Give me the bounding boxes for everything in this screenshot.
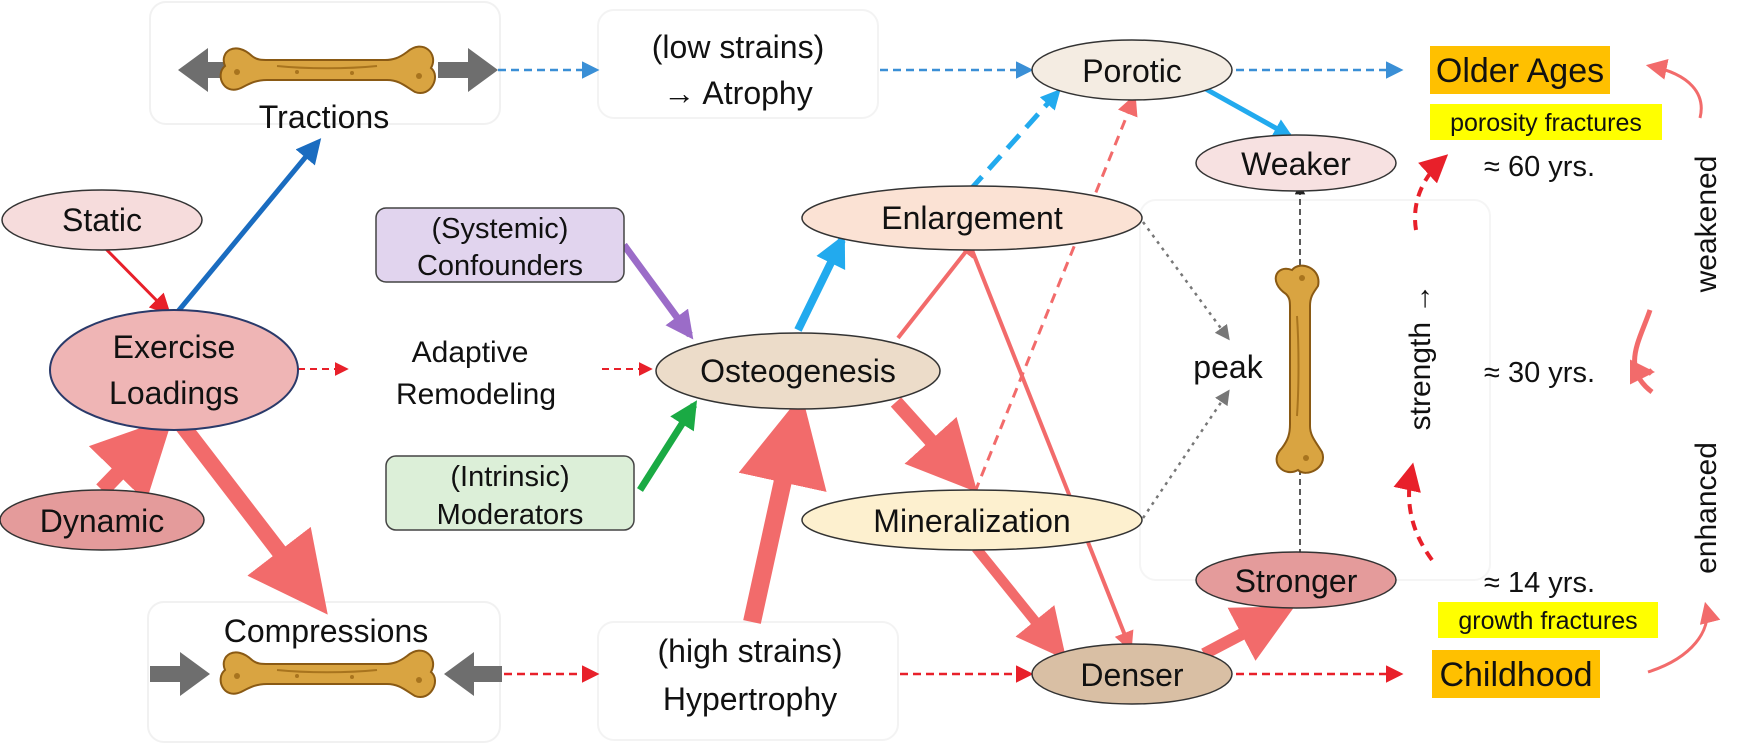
arrow-osteogenesis-enlargement-pink xyxy=(896,236,978,340)
arrow-childhood-enhanced xyxy=(1647,601,1721,674)
hypertrophy-label-1: (high strains) xyxy=(658,633,843,669)
mineralization-label: Mineralization xyxy=(873,503,1070,539)
arrow-enlargement-porotic xyxy=(968,89,1061,192)
intrinsic-box xyxy=(385,455,635,531)
porotic-label: Porotic xyxy=(1082,53,1182,89)
peak-panel xyxy=(1139,199,1491,581)
exercise-label-2: Loadings xyxy=(109,375,239,411)
double-arrow-icon xyxy=(438,48,498,92)
static-node xyxy=(1,189,203,251)
stronger-node xyxy=(1195,551,1397,609)
exercise-label-1: Exercise xyxy=(113,329,236,365)
arrow-mineralization-peak xyxy=(1141,389,1230,519)
arrow-systemic-osteogenesis xyxy=(621,242,694,340)
dynamic-label: Dynamic xyxy=(40,503,164,539)
arrow-30-split-up xyxy=(1632,309,1654,394)
denser-node xyxy=(1031,643,1233,705)
compressions-label: Compressions xyxy=(224,613,429,649)
double-arrow-icon xyxy=(444,652,502,696)
peak-label: peak xyxy=(1193,349,1263,385)
weaker-node xyxy=(1195,134,1397,192)
enhanced-label: enhanced xyxy=(1690,442,1723,574)
arrow-mineralization-denser xyxy=(972,544,1067,660)
arrow-dynamic-exercise xyxy=(88,416,174,502)
arrow-mineralization-porotic xyxy=(973,94,1138,493)
denser-label: Denser xyxy=(1080,657,1184,693)
growth-fractures-label: growth fractures xyxy=(1458,607,1637,635)
arrow-exercise-tractions xyxy=(173,138,322,317)
childhood-label: Childhood xyxy=(1439,656,1592,694)
adaptive-label-1: Adaptive xyxy=(412,336,529,369)
compression-bone-group xyxy=(150,649,502,699)
older-ages-highlight xyxy=(1430,46,1610,94)
intrinsic-label-2: Moderators xyxy=(437,499,584,531)
porosity-fractures-label: porosity fractures xyxy=(1450,109,1642,137)
osteogenesis-label: Osteogenesis xyxy=(700,353,896,389)
growth-fractures-highlight xyxy=(1438,602,1658,638)
enlargement-node xyxy=(801,185,1143,251)
porotic-node xyxy=(1031,39,1233,101)
arrow-static-exercise xyxy=(100,243,171,315)
mineralization-node xyxy=(801,489,1143,551)
porosity-fractures-highlight xyxy=(1430,104,1662,140)
systemic-box xyxy=(375,207,625,283)
arrow-weakened-older xyxy=(1645,59,1703,119)
weaker-label: Weaker xyxy=(1241,146,1351,182)
arrow-hypertrophy-osteogenesis xyxy=(738,394,827,624)
arrow-intrinsic-osteogenesis xyxy=(637,400,698,492)
double-arrow-icon xyxy=(178,48,226,92)
systemic-label-1: (Systemic) xyxy=(432,213,569,245)
arrow-osteogenesis-enlargement xyxy=(794,234,846,332)
adaptive-label-2: Remodeling xyxy=(396,378,556,411)
hypertrophy-label-2: Hypertrophy xyxy=(663,681,837,717)
age-60-label: ≈ 60 yrs. xyxy=(1484,151,1595,183)
childhood-highlight xyxy=(1432,650,1600,698)
traction-bone-group xyxy=(178,45,498,95)
systemic-label-2: Confounders xyxy=(417,250,583,282)
arrow-14-to-30 xyxy=(1393,462,1434,562)
atrophy-label-2: → Atrophy xyxy=(663,75,812,111)
arrow-osteogenesis-mineralization xyxy=(890,397,978,493)
exercise-node xyxy=(49,309,299,431)
arrow-exercise-compressions xyxy=(175,420,328,615)
atrophy-label-1: (low strains) xyxy=(652,29,824,65)
dynamic-node xyxy=(0,489,205,551)
stronger-label: Stronger xyxy=(1235,563,1358,599)
arrow-enlargement-denser xyxy=(966,239,1134,652)
arrow-porotic-weaker xyxy=(1202,85,1294,139)
older-ages-label: Older Ages xyxy=(1436,52,1604,90)
double-arrow-icon xyxy=(150,652,210,696)
arrow-denser-stronger xyxy=(1201,606,1295,661)
weakened-label: weakened xyxy=(1690,156,1723,294)
static-label: Static xyxy=(62,202,142,238)
arrow-30-to-60 xyxy=(1413,154,1449,231)
age-30-label: ≈ 30 yrs. xyxy=(1484,357,1595,389)
age-14-label: ≈ 14 yrs. xyxy=(1484,567,1595,599)
osteogenesis-node xyxy=(655,332,941,410)
strength-label: strength → xyxy=(1404,284,1437,431)
intrinsic-label-1: (Intrinsic) xyxy=(450,461,569,493)
enlargement-label: Enlargement xyxy=(881,200,1063,236)
tractions-label: Tractions xyxy=(259,99,389,135)
